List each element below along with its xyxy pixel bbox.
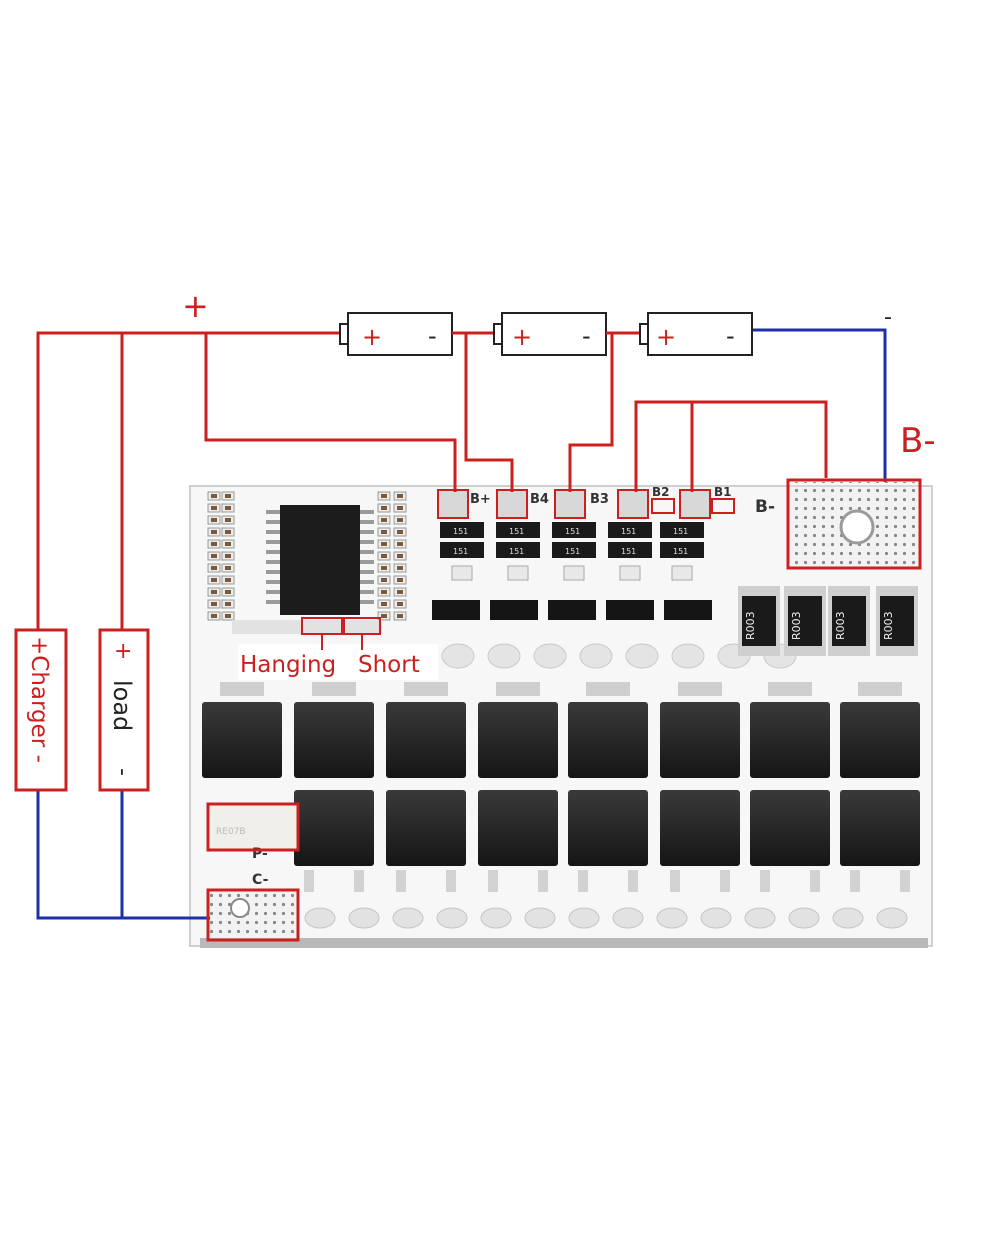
smd-resistor-code: 151 [565,547,580,556]
shunt-resistor [742,596,776,646]
board-label-b3: B3 [590,492,609,507]
negative-wires [36,328,887,920]
short-label: Short [358,652,420,678]
smd-resistor [440,542,484,558]
mosfet-top [750,702,830,778]
battery-2-plus: + [512,323,532,351]
smd-resistor-code: 151 [509,547,524,556]
board-label-b-minus: B- [755,497,775,517]
battery-series: + - + - + - [339,312,753,356]
smd-resistor-code: 151 [621,527,636,536]
board-label-b-plus: B+ [470,492,491,507]
smd-resistor [440,522,484,538]
transistor-row [432,600,712,620]
smd-resistor [608,522,652,538]
c-minus-pad [210,805,298,849]
shunt-resistors: R003 R003 R003 R003 [738,586,918,656]
smd-resistor [660,542,704,558]
mosfet-bottom [660,790,740,866]
mosfet-top [840,702,920,778]
smd-resistor-code: 151 [453,547,468,556]
smd-resistor-code: 151 [673,527,688,536]
svg-text:RE07B: RE07B [216,827,246,837]
smd-resistor [496,542,540,558]
sot-transistor [432,600,480,620]
load-label: load [108,680,136,731]
mosfet-bottom [386,790,466,866]
load-box: + load - [98,628,150,792]
smd-resistor [660,522,704,538]
smd-resistor-code: 151 [509,527,524,536]
bms-ic-chip [280,505,360,615]
mosfet-bottom [840,790,920,866]
battery-1: + - [339,312,453,356]
load-plus: + [114,639,132,664]
shunt-resistor [832,596,866,646]
positive-wires [36,331,828,630]
mosfet-top [202,702,282,778]
hanging-short-annotation: Hanging Short [238,617,438,680]
sot-transistor [606,600,654,620]
solder-strip-bottom [304,907,908,929]
label-minus-top: - [884,305,892,330]
charger-box: +Charger - [14,628,68,792]
board-label-b1: B1 [714,485,732,499]
smd-resistor-code: 151 [621,547,636,556]
battery-3-minus: - [726,322,735,350]
hanging-label: Hanging [240,652,336,678]
mosfet-top [386,702,466,778]
mosfet-bottom [478,790,558,866]
battery-3: + - [639,312,753,356]
mosfet-top [568,702,648,778]
balance-pads [437,489,711,519]
battery-3-plus: + [656,323,676,351]
board-label-b2: B2 [652,485,670,499]
mosfet-top [294,702,374,778]
shunt-resistor-code: R003 [834,611,847,640]
smd-resistor [552,542,596,558]
board-label-p-minus: P- [252,846,268,862]
mosfet-top [660,702,740,778]
label-plus-top: + [182,287,209,325]
load-minus: - [110,768,135,776]
smd-resistor-code: 151 [453,527,468,536]
sot-transistor [664,600,712,620]
battery-1-plus: + [362,323,382,351]
battery-1-minus: - [428,322,437,350]
shunt-resistor [880,596,914,646]
mosfet-bottom [568,790,648,866]
mosfet-bottom [750,790,830,866]
shunt-resistor [788,596,822,646]
mosfet-array [202,682,920,892]
smd-resistor-code: 151 [673,547,688,556]
board-label-c-minus: C- [252,872,269,888]
sot-transistor [548,600,596,620]
charger-label: +Charger - [26,636,52,763]
balance-resistors: 151 151 151 151 151 151 151 151 151 151 [440,522,704,581]
shunt-resistor-code: R003 [882,611,895,640]
smd-resistor-code: 151 [565,527,580,536]
mosfet-bottom [294,790,374,866]
solder-strip-top [441,643,797,669]
battery-2-minus: - [582,322,591,350]
shunt-resistor-code: R003 [744,611,757,640]
shunt-resistor-code: R003 [790,611,803,640]
ic-pins [266,510,374,604]
smd-resistor [552,522,596,538]
battery-2: + - [493,312,607,356]
smd-resistor [496,522,540,538]
side-resistors [207,491,407,621]
p-minus-pad [208,890,298,940]
sot-transistor [490,600,538,620]
mosfet-top [478,702,558,778]
smd-resistor [608,542,652,558]
terminal-highlights [206,478,922,942]
board-label-b4: B4 [530,492,549,507]
label-b-minus: B- [900,421,936,461]
